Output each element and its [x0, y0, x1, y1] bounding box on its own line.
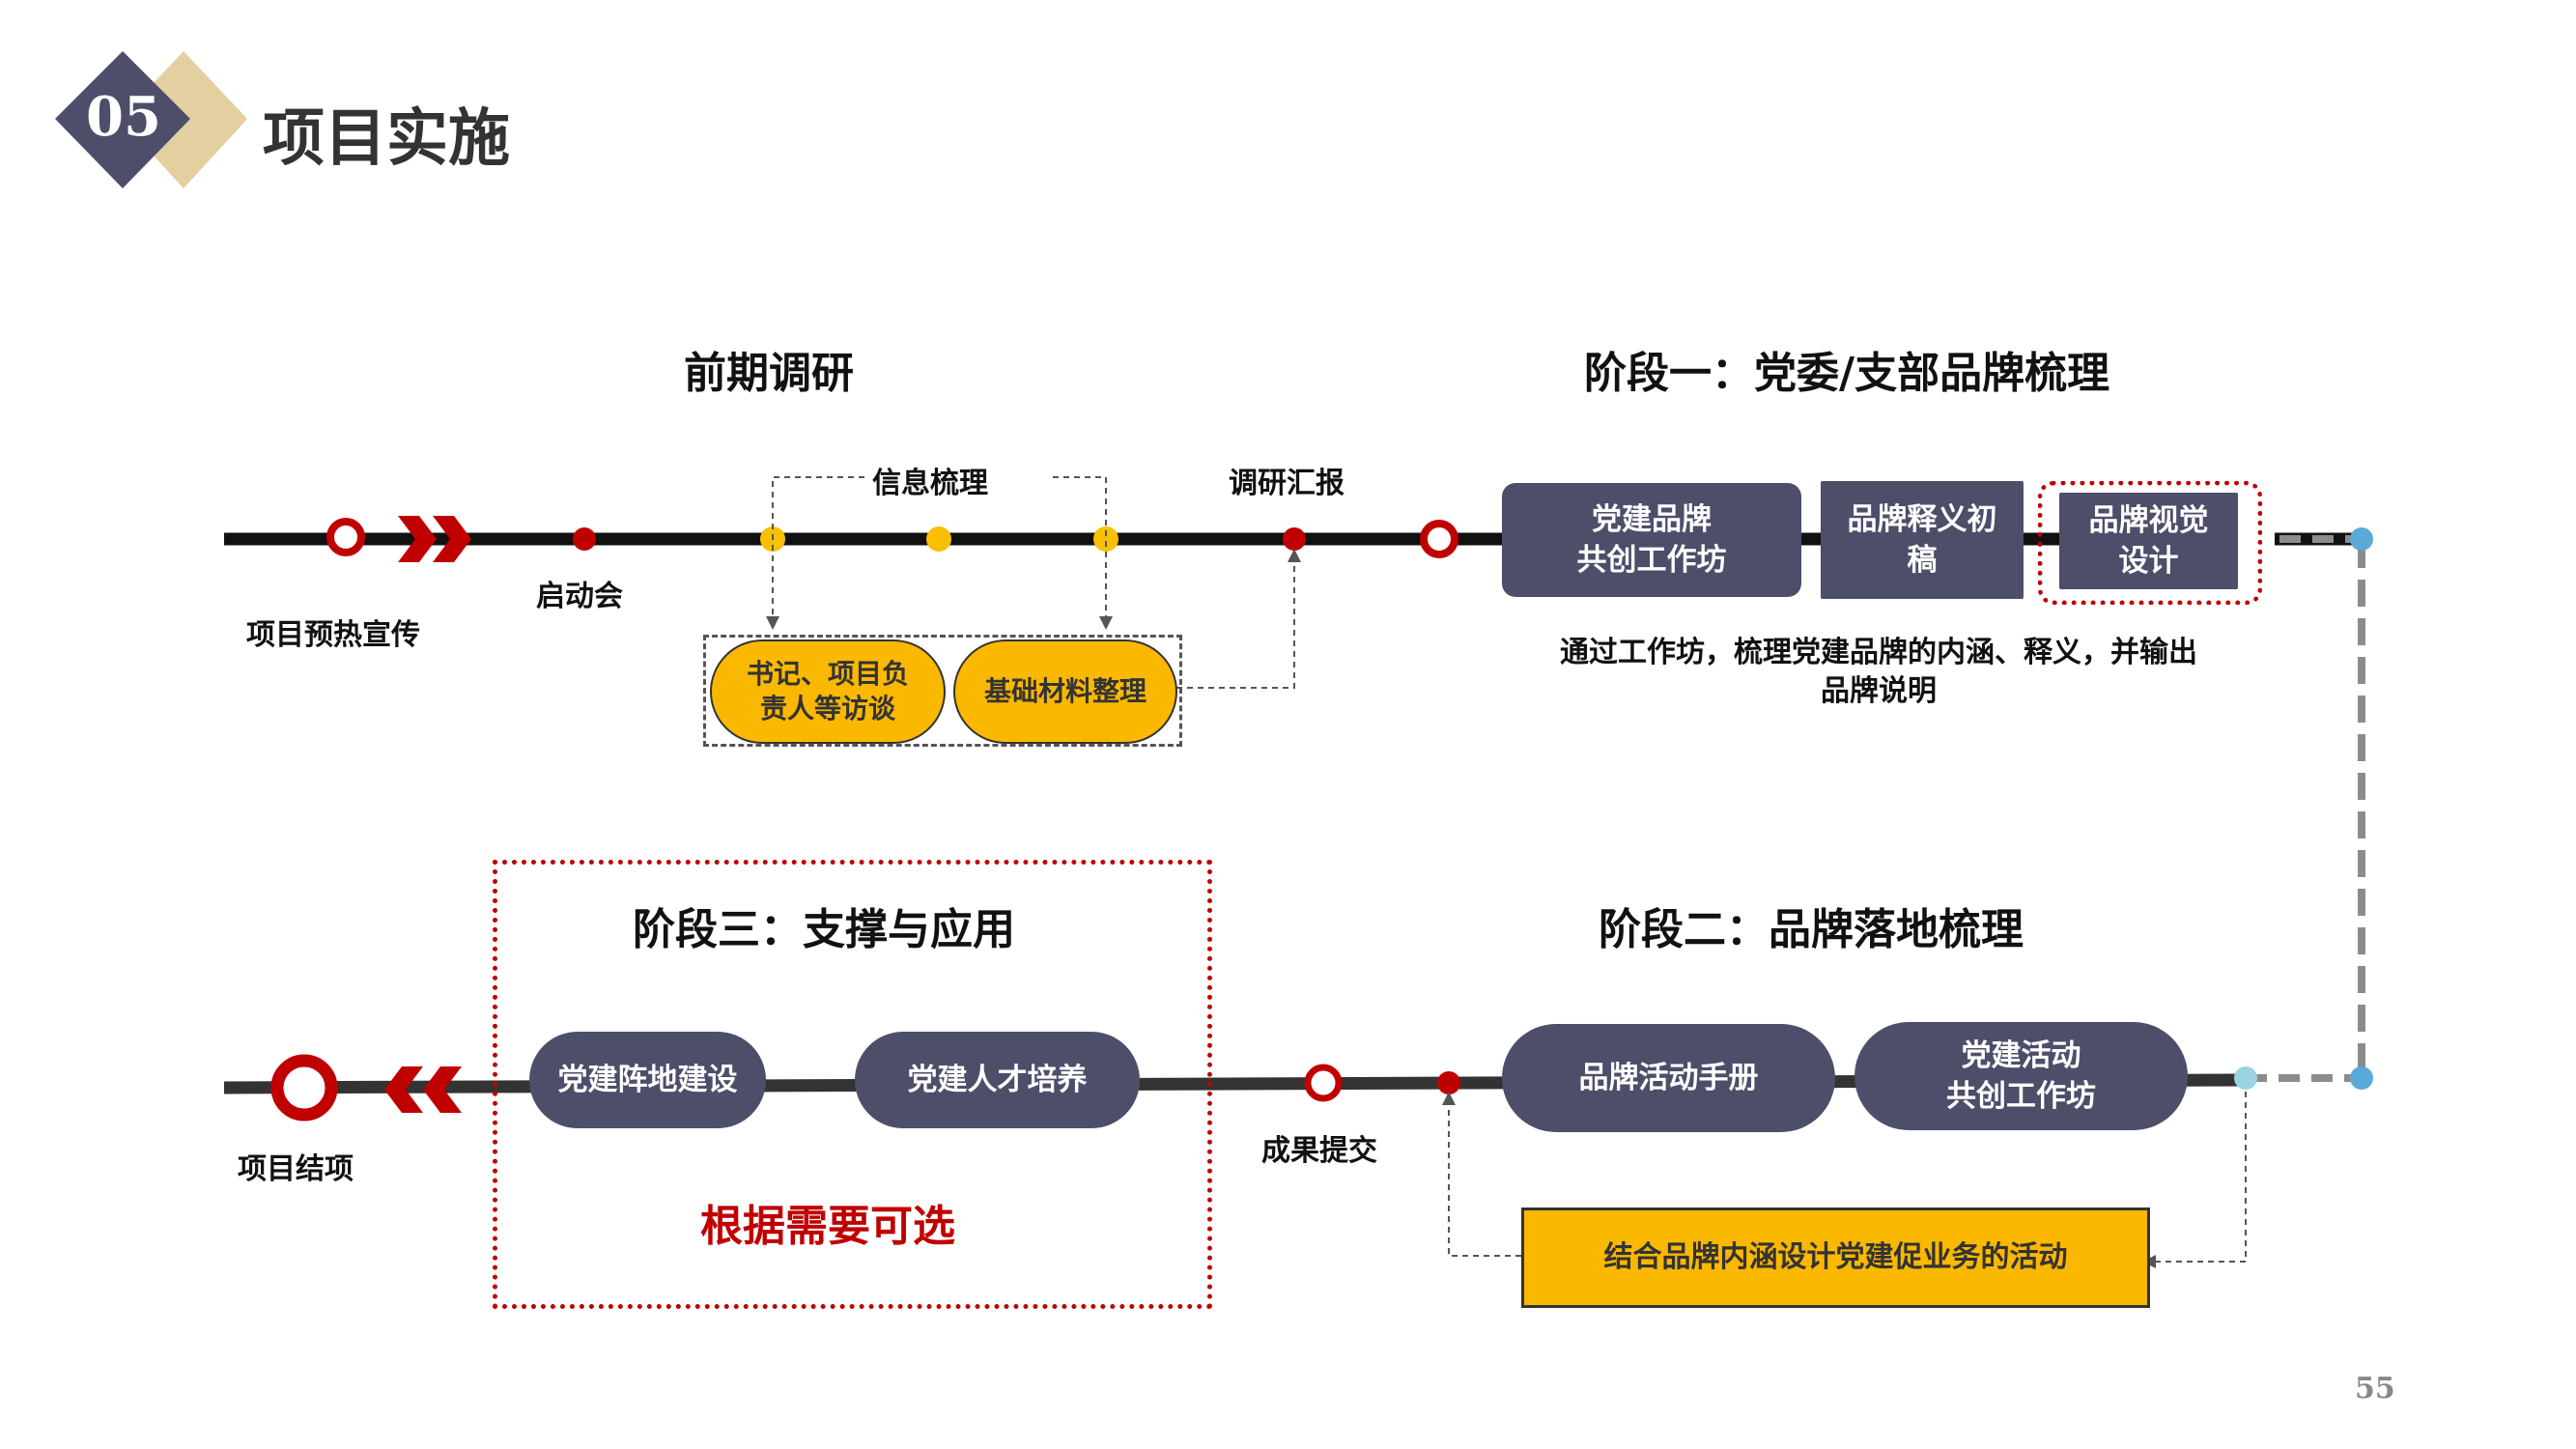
stage-pre-title: 前期调研 — [684, 349, 854, 398]
info-label: 信息梳理 — [872, 467, 988, 500]
start-label: 项目预热宣传 — [246, 618, 420, 652]
chevron-left-icon — [423, 1066, 462, 1113]
stage-two-dot — [1437, 1071, 1460, 1094]
materials-to-report — [1176, 560, 1295, 689]
visual-box: 品牌视觉 设计 — [2059, 493, 2238, 589]
info-dot — [926, 526, 951, 552]
chevron-right-icon — [433, 516, 471, 562]
section-badge — [55, 51, 247, 188]
chevron-left-icon — [384, 1066, 423, 1113]
workshop-box: 党建品牌 共创工作坊 — [1502, 483, 1801, 597]
draft-box: 品牌释义初 稿 — [1821, 481, 2024, 599]
badge-number: 05 — [86, 85, 161, 149]
end-marker — [270, 1054, 338, 1122]
page-number: 55 — [2355, 1372, 2395, 1406]
connector-dot-light — [2234, 1066, 2257, 1090]
arrow-down-icon — [766, 616, 779, 630]
stage-one-marker — [1420, 520, 1458, 558]
materials-box: 基础材料整理 — [953, 639, 1177, 744]
dot-to-combine — [2154, 1092, 2247, 1263]
connector-dot-bottom — [2350, 1066, 2373, 1090]
combine-box: 结合品牌内涵设计党建促业务的活动 — [1521, 1208, 2150, 1308]
stage-one-desc-line2: 品牌说明 — [1821, 674, 1937, 708]
start-marker — [326, 518, 365, 556]
visual-highlight-frame — [2038, 481, 2262, 605]
arrow-up-icon — [1442, 1092, 1456, 1105]
chevron-right-icon — [398, 516, 437, 562]
page-title: 项目实施 — [263, 103, 510, 175]
stage-one-desc-line1: 通过工作坊，梳理党建品牌的内涵、释义，并输出 — [1560, 636, 2197, 669]
report-dot — [1283, 527, 1306, 551]
activity-workshop-box: 党建活动 共创工作坊 — [1854, 1022, 2188, 1130]
info-dot — [1093, 526, 1118, 552]
stage-one-title: 阶段一：党委/支部品牌梳理 — [1584, 349, 2110, 398]
kickoff-dot — [573, 527, 596, 551]
result-label: 成果提交 — [1261, 1134, 1377, 1168]
combine-to-stage-two — [1448, 1103, 1521, 1257]
connector-dot-top — [2350, 527, 2373, 551]
research-group — [703, 635, 1182, 747]
result-marker — [1304, 1064, 1343, 1102]
stage-three-frame — [493, 860, 1212, 1309]
arrow-up-icon — [1288, 549, 1301, 562]
stage-two-title: 阶段二：品牌落地梳理 — [1599, 905, 2024, 954]
arrow-down-icon — [1099, 616, 1113, 630]
stage-three-title: 阶段三：支撑与应用 — [633, 905, 1015, 954]
optional-label: 根据需要可选 — [700, 1202, 955, 1251]
interview-box: 书记、项目负 责人等访谈 — [710, 639, 946, 744]
manual-box: 品牌活动手册 — [1502, 1024, 1835, 1132]
report-label: 调研汇报 — [1229, 467, 1345, 500]
info-bracket-right — [1053, 476, 1107, 623]
badge-navy-diamond — [55, 51, 190, 188]
talent-box: 党建人才培养 — [855, 1032, 1140, 1128]
end-label: 项目结项 — [238, 1152, 354, 1186]
kickoff-label: 启动会 — [536, 580, 623, 613]
base-box: 党建阵地建设 — [529, 1032, 766, 1128]
info-bracket-left — [772, 476, 864, 623]
